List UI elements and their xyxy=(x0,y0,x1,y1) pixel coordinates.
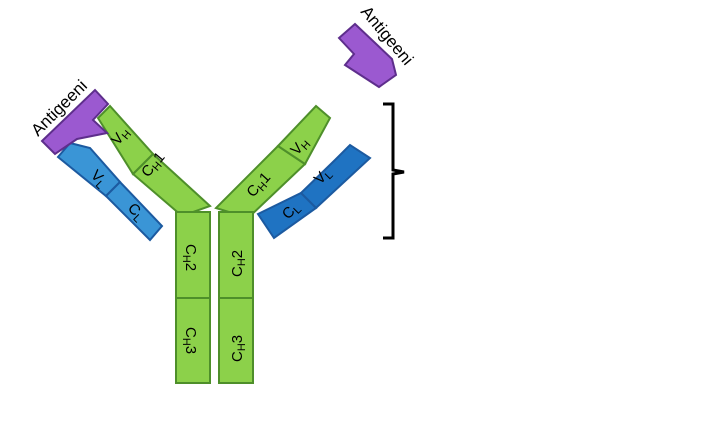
right-light-chain xyxy=(256,143,372,240)
left-ch2-label: CH2 xyxy=(180,244,199,271)
right-ch3-label: CH3 xyxy=(229,335,248,362)
antigen-right-shape xyxy=(337,22,398,89)
left-cl-domain xyxy=(104,180,164,242)
left-ch3-domain xyxy=(175,297,211,384)
left-vl-domain xyxy=(56,141,122,198)
left-ch3-label: CH3 xyxy=(180,327,199,354)
left-light-chain xyxy=(56,141,164,242)
left-vh-domain xyxy=(96,104,155,176)
antigen-left-shape xyxy=(40,88,110,156)
left-ch2-domain xyxy=(175,211,211,299)
right-heavy-arm xyxy=(214,104,332,220)
right-ch2-label: CH2 xyxy=(229,250,248,277)
right-ch3-domain xyxy=(218,297,254,384)
right-ch2-domain xyxy=(218,211,254,299)
left-heavy-arm xyxy=(96,104,212,218)
right-vh-domain xyxy=(276,104,332,166)
fab-bracket xyxy=(383,102,405,240)
right-cl-domain xyxy=(256,191,318,240)
